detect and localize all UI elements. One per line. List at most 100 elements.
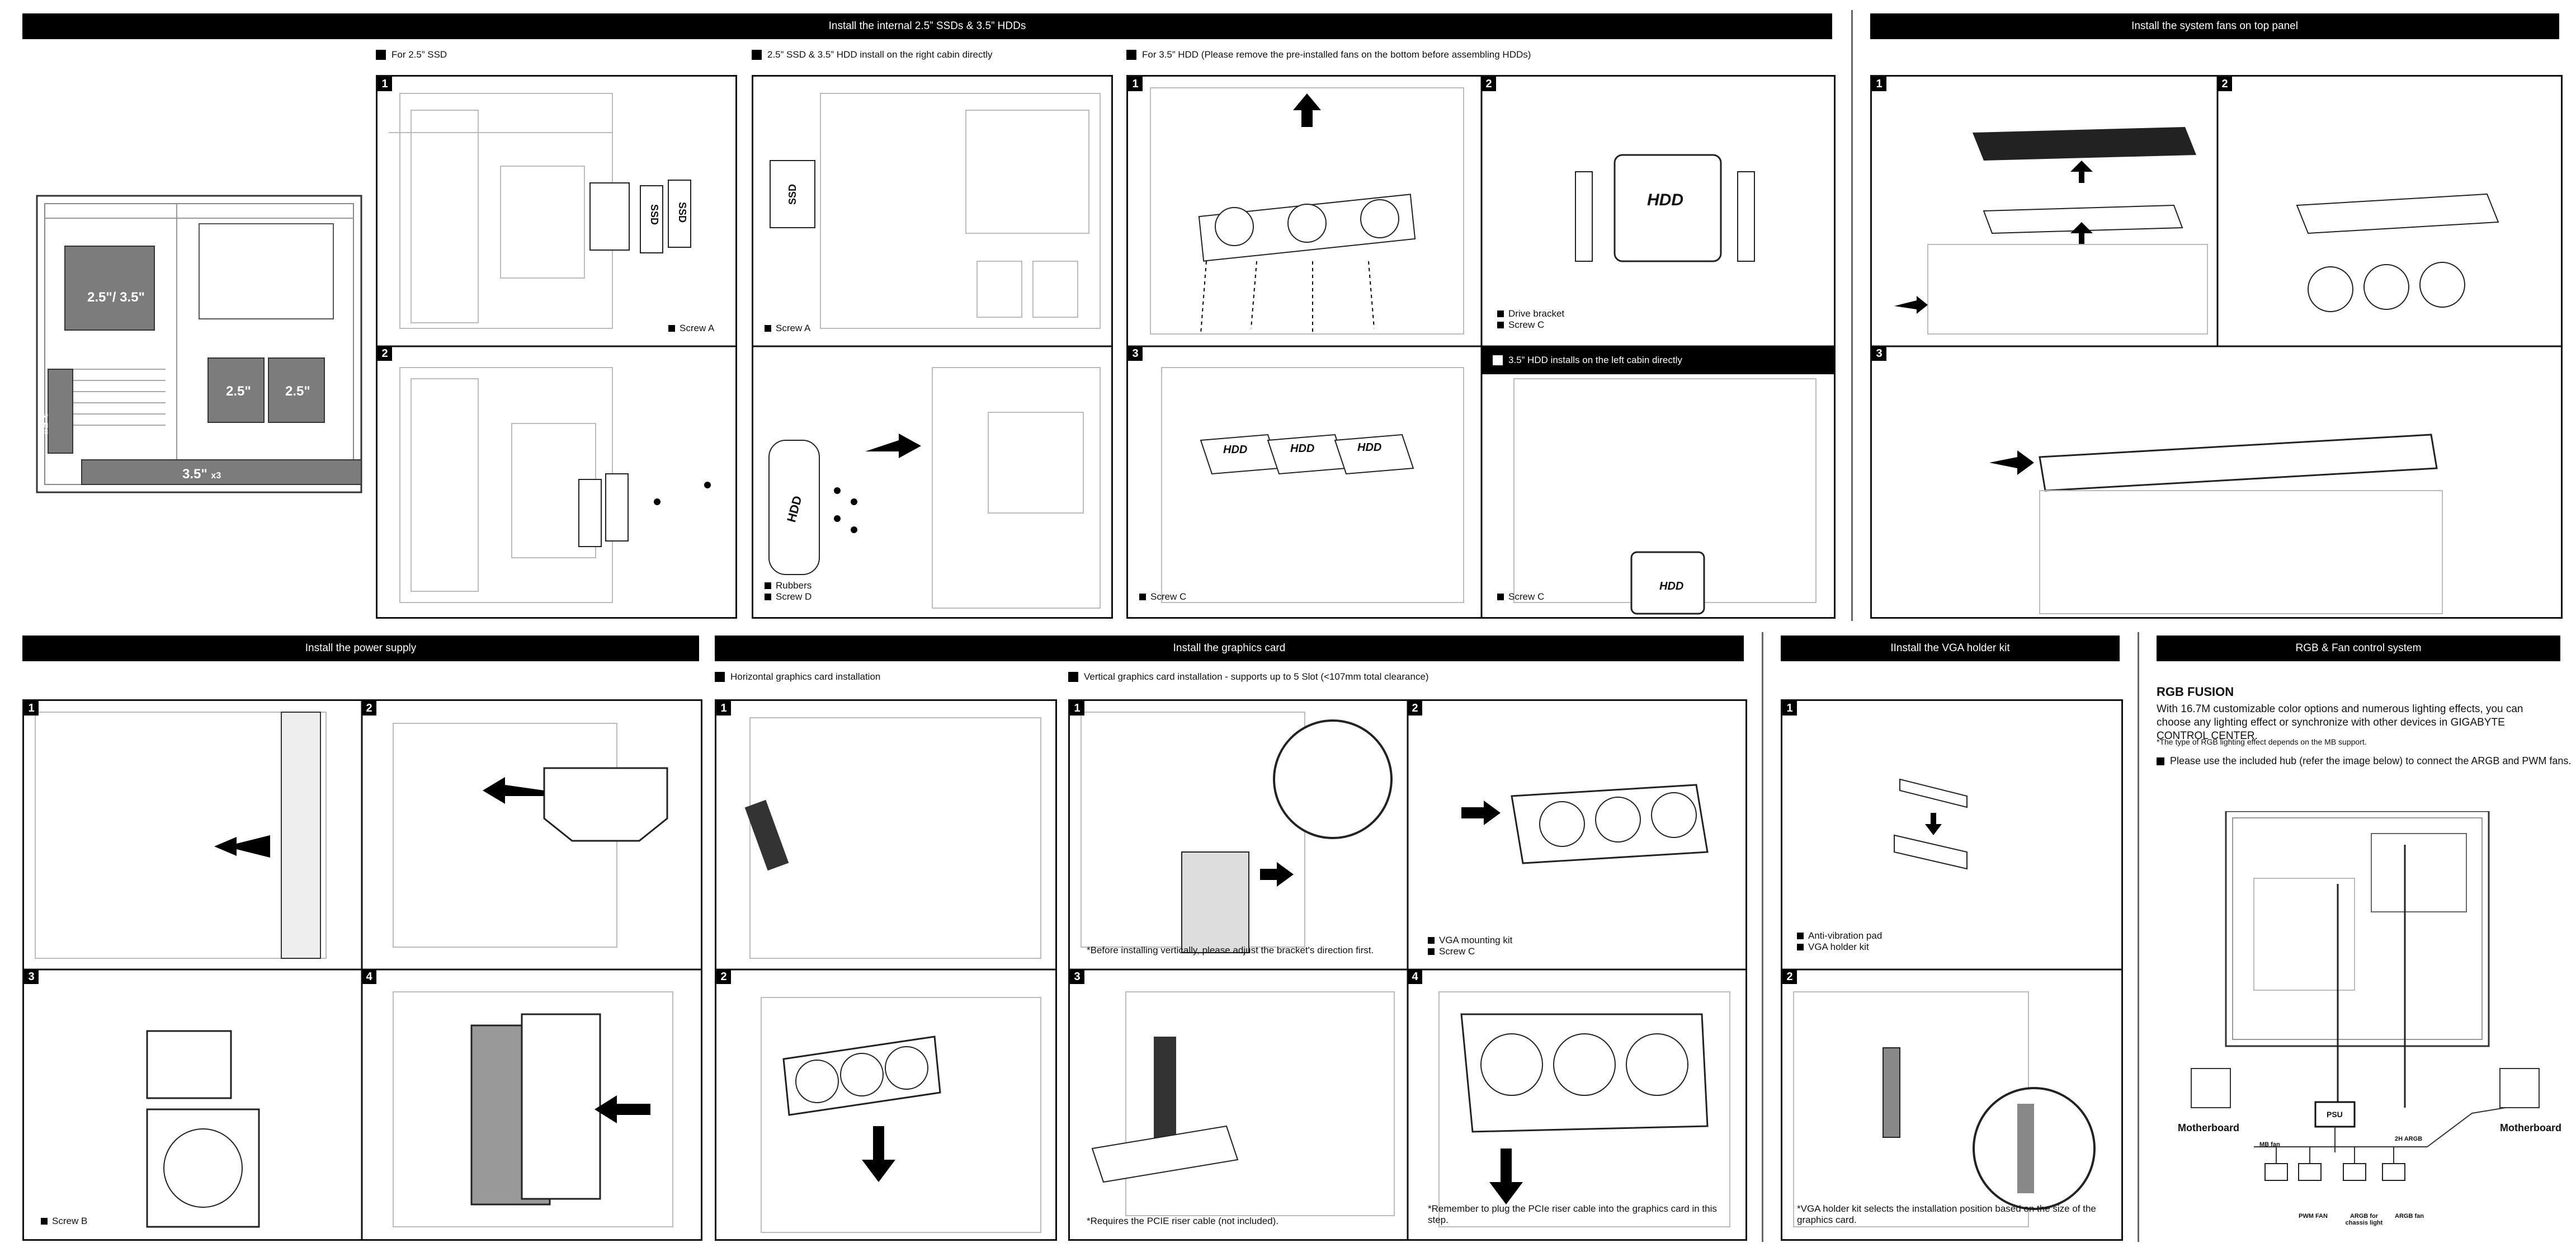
- step-number: 1: [1070, 701, 1084, 716]
- left-cabin-title-bar: 3.5” HDD installs on the left cabin dire…: [1482, 346, 1834, 374]
- hdd-label: HDD: [1357, 441, 1382, 454]
- left-cabin-title: 3.5” HDD installs on the left cabin dire…: [1508, 355, 1682, 365]
- bullet-square: [2157, 757, 2164, 765]
- legend-label: Anti-vibration pad: [1808, 930, 1883, 941]
- mb-fan-label: MB fan: [2259, 1141, 2280, 1148]
- subheading-gpu-vertical-label: Vertical graphics card installation - su…: [1084, 671, 1429, 682]
- legend-vga-mount: VGA mounting kit Screw C: [1428, 935, 1512, 957]
- legend-drive-bracket: Drive bracket Screw C: [1497, 308, 1564, 331]
- header-ssd-hdd-label: Install the internal 2.5” SSDs & 3.5” HD…: [828, 20, 1026, 32]
- subheading-35-hdd-label: For 3.5” HDD (Please remove the pre-inst…: [1142, 49, 1531, 60]
- step-number: 3: [1070, 969, 1084, 984]
- note-vga-holder: *VGA holder kit selects the installation…: [1797, 1203, 2096, 1225]
- header-gpu-label: Install the graphics card: [1173, 642, 1286, 654]
- case-bay-overview: [36, 195, 362, 493]
- header-vga-label: IInstall the VGA holder kit: [1890, 642, 2010, 654]
- legend-label: Screw B: [52, 1216, 88, 1226]
- header-ssd-hdd: Install the internal 2.5” SSDs & 3.5” HD…: [22, 13, 1832, 39]
- hdd-label: HDD: [1659, 580, 1684, 592]
- bullet-square: [715, 672, 725, 682]
- panel-gpu-vertical: 1 2 3 4 *Before installing vertically, p…: [1068, 699, 1747, 1241]
- panel-combo: SSD HDD Screw A Rubbers Screw D: [752, 75, 1113, 619]
- header-top-fans: Install the system fans on top panel: [1870, 13, 2559, 39]
- legend-label: Screw A: [776, 323, 811, 333]
- hdd-label: HDD: [1290, 443, 1315, 455]
- hdd-label: HDD: [1223, 444, 1248, 456]
- step-number: 1: [1872, 77, 1886, 91]
- step-number: 2: [1482, 77, 1496, 91]
- legend-bullet: [1797, 944, 1804, 950]
- note-plug: *Remember to plug the PCIe riser cable i…: [1428, 1203, 1717, 1225]
- legend-rubbers-screw-d: Rubbers Screw D: [765, 580, 812, 603]
- bay-label-side: 3.5": [36, 412, 50, 435]
- panel-top-fans: 1 2 3: [1870, 75, 2563, 619]
- step-number: 2: [362, 701, 376, 716]
- header-rgb-label: RGB & Fan control system: [2295, 642, 2422, 654]
- rgb-bullet: Please use the included hub (refer the i…: [2157, 755, 2571, 767]
- hdd-label: HDD: [1647, 191, 1683, 209]
- panel-psu: 1 2 3 4 Screw B: [22, 699, 702, 1241]
- note-bracket: *Before installing vertically, please ad…: [1087, 945, 1374, 956]
- argb-2h-label: 2H ARGB: [2395, 1136, 2423, 1142]
- header-gpu: Install the graphics card: [715, 636, 1744, 661]
- bullet-square: [1126, 50, 1136, 60]
- legend-vga-holder: Anti-vibration pad VGA holder kit: [1797, 930, 1882, 953]
- rgb-title: RGB FUSION: [2157, 685, 2234, 699]
- separator-line: [2138, 632, 2139, 1242]
- bay-label-bottom-size: 3.5": [182, 467, 207, 482]
- argb-fan-label: ARGB fan: [2395, 1213, 2424, 1220]
- legend-label: Rubbers: [776, 580, 812, 591]
- step-number: 2: [1408, 701, 1422, 716]
- legend-bullet: [1797, 933, 1804, 939]
- legend-bullet: [765, 594, 771, 600]
- step-number: 1: [1782, 701, 1797, 716]
- rgb-bullet-label: Please use the included hub (refer the i…: [2170, 755, 2572, 766]
- legend-screw-a: Screw A: [668, 323, 714, 334]
- legend-label: VGA mounting kit: [1439, 935, 1513, 945]
- bay-label-b: 2.5": [285, 384, 310, 399]
- legend-bullet: [765, 325, 771, 332]
- header-rgb: RGB & Fan control system: [2157, 636, 2560, 661]
- separator-line: [1762, 632, 1763, 1242]
- motherboard-left-label: Motherboard: [2178, 1122, 2239, 1133]
- legend-label: Screw C: [1150, 591, 1187, 602]
- step-number: 1: [1128, 77, 1143, 91]
- legend-screw-a: Screw A: [765, 323, 810, 334]
- step-number: 2: [378, 346, 392, 361]
- panel-hdd-35: 1 2 3 HDD HDD HDD HDD HDD Drive bracket …: [1126, 75, 1836, 619]
- psu-label: PSU: [2327, 1110, 2343, 1119]
- bullet-square: [376, 50, 386, 60]
- step-number: 4: [362, 969, 376, 984]
- subheading-25-ssd-label: For 2.5” SSD: [391, 49, 447, 60]
- subheading-gpu-horizontal: Horizontal graphics card installation: [715, 671, 880, 683]
- bay-label-top: 2.5"/ 3.5": [87, 290, 145, 305]
- legend-bullet: [1428, 948, 1435, 955]
- subheading-gpu-horizontal-label: Horizontal graphics card installation: [730, 671, 881, 682]
- step-number: 3: [1128, 346, 1143, 361]
- legend-bullet: [668, 325, 675, 332]
- legend-bullet: [1428, 937, 1435, 944]
- legend-label: Screw C: [1508, 319, 1545, 330]
- bullet-square: [1493, 355, 1503, 365]
- step-number: 3: [1872, 346, 1886, 361]
- legend-label: Screw D: [776, 591, 812, 602]
- rgb-wiring-diagram: [2191, 811, 2540, 1181]
- legend-bullet: [1497, 310, 1504, 317]
- step-number: 4: [1408, 969, 1422, 984]
- header-psu: Install the power supply: [22, 636, 699, 661]
- bay-label-a: 2.5": [226, 384, 251, 399]
- step-number: 2: [1782, 969, 1797, 984]
- legend-bullet: [1497, 594, 1504, 600]
- rgb-note: *The type of RGB lighting effect depends…: [2157, 737, 2367, 746]
- step-number: 2: [2218, 77, 2232, 91]
- header-psu-label: Install the power supply: [305, 642, 417, 654]
- step-number: 3: [24, 969, 39, 984]
- header-top-fans-label: Install the system fans on top panel: [2131, 20, 2298, 32]
- step-number: 1: [378, 77, 392, 91]
- ssd-label: SSD: [649, 204, 660, 225]
- legend-label: VGA holder kit: [1808, 942, 1869, 952]
- subheading-25-ssd: For 2.5” SSD: [376, 49, 447, 60]
- argb-chassis-label: ARGB for chassis light: [2345, 1213, 2383, 1226]
- subheading-combo: 2.5” SSD & 3.5” HDD install on the right…: [752, 49, 993, 60]
- bay-label-bottom: 3.5" x3: [182, 467, 221, 482]
